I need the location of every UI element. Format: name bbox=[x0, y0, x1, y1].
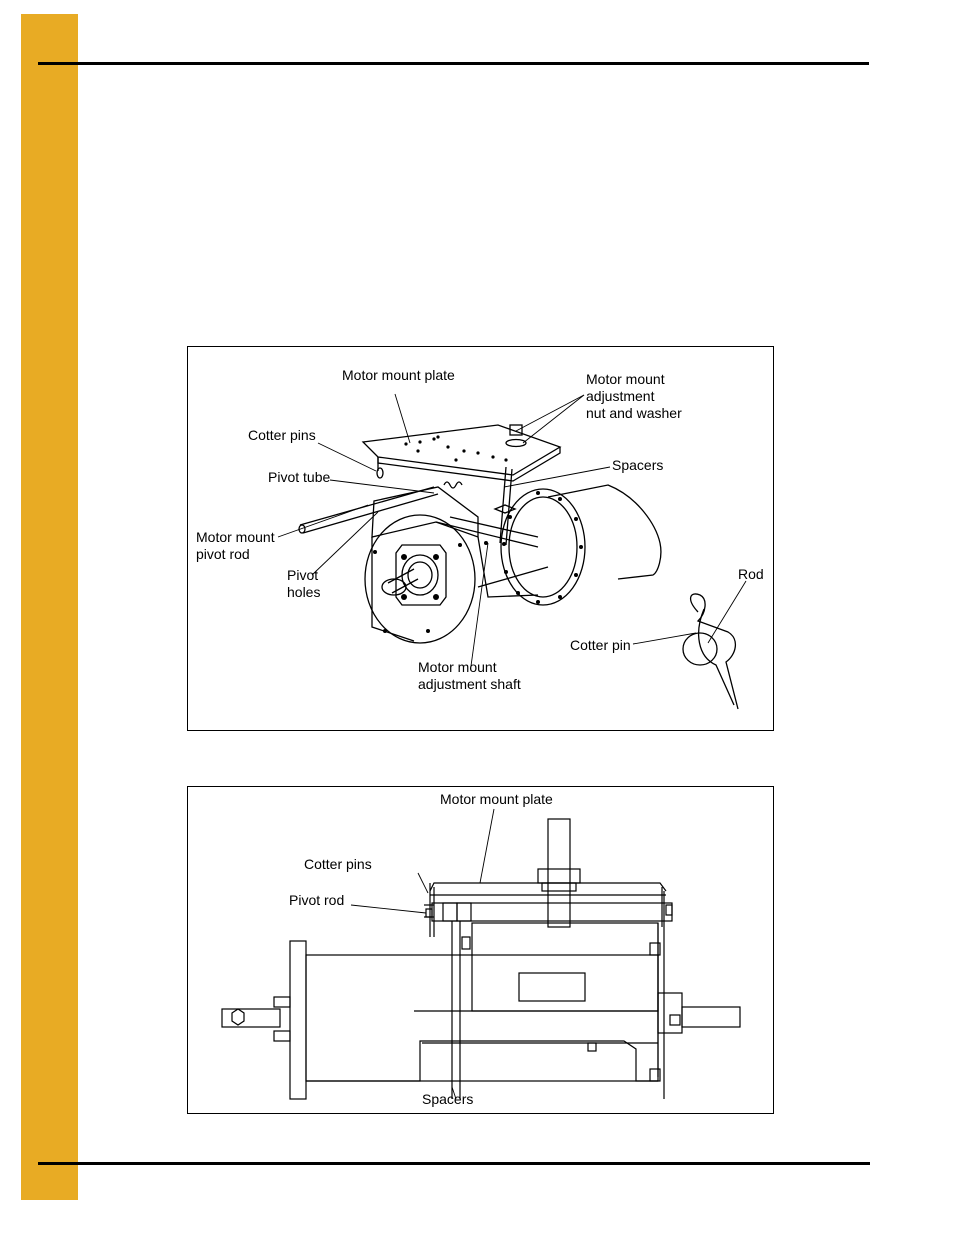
side-plate-shape bbox=[429, 882, 667, 892]
label-adjustment-nut-washer: Motor mount adjustment nut and washer bbox=[586, 371, 682, 421]
label-rod: Rod bbox=[738, 566, 764, 582]
label-spacers-2: Spacers bbox=[422, 1091, 474, 1107]
label-cotter-pins: Cotter pins bbox=[248, 427, 316, 443]
label-motor-mount-plate: Motor mount plate bbox=[342, 367, 455, 383]
label-spacers: Spacers bbox=[612, 457, 664, 473]
end-bearing-plate bbox=[364, 514, 476, 644]
header-rule bbox=[38, 62, 869, 65]
tube-outline bbox=[547, 484, 662, 580]
label-motor-mount-plate-2: Motor mount plate bbox=[440, 791, 553, 807]
bearing-block bbox=[395, 544, 447, 606]
label-cotter-pins-2: Cotter pins bbox=[304, 856, 372, 872]
cotter-pin-detail bbox=[690, 593, 739, 710]
label-pivot-rod: Motor mount pivot rod bbox=[196, 529, 275, 562]
isometric-drawing bbox=[277, 393, 747, 710]
label-pivot-holes: Pivot holes bbox=[287, 567, 321, 600]
label-pivot-rod-2: Pivot rod bbox=[289, 892, 345, 908]
label-adjustment-shaft: Motor mount adjustment shaft bbox=[418, 659, 521, 692]
figure-side-view-motor-mount: Motor mount plate Cotter pins Pivot rod … bbox=[187, 786, 774, 1114]
label-pivot-tube: Pivot tube bbox=[268, 469, 331, 485]
tube-flange bbox=[500, 488, 586, 606]
left-flange bbox=[289, 940, 307, 1100]
side-color-bar bbox=[21, 14, 78, 1200]
pivot-rod-bar bbox=[431, 902, 673, 922]
motor-mount-plate-shape bbox=[361, 424, 562, 476]
footer-rule bbox=[38, 1162, 870, 1165]
figure-isometric-motor-mount: Motor mount plate Motor mount adjustment… bbox=[187, 346, 774, 731]
side-view-drawing bbox=[221, 808, 741, 1100]
label-cotter-pin: Cotter pin bbox=[570, 637, 631, 653]
rod-section bbox=[682, 632, 718, 666]
frame-side-plate bbox=[371, 486, 479, 538]
